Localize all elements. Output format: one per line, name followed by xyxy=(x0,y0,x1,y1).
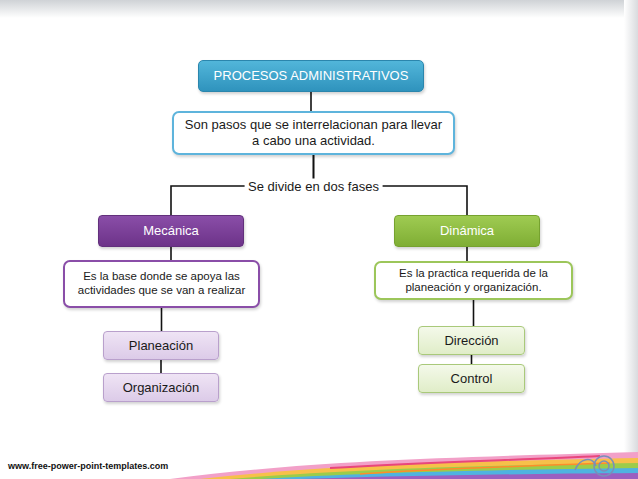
node-text: PROCESOS ADMINISTRATIVOS xyxy=(214,68,409,84)
connector-line xyxy=(310,92,312,111)
connector-line xyxy=(466,247,468,261)
node-text: Planeación xyxy=(129,338,193,354)
watermark-text: www.free-power-point-templates.com xyxy=(8,461,168,471)
phase-box: Dinámica xyxy=(394,215,540,247)
node-text: Mecánica xyxy=(143,223,199,239)
connector-line xyxy=(170,247,172,260)
description-box: Es la base donde se apoya las actividade… xyxy=(63,260,260,308)
node-text: Dirección xyxy=(444,333,498,349)
color-swoosh xyxy=(170,452,638,479)
node-text: Control xyxy=(451,371,493,387)
node-text: Dinámica xyxy=(440,223,494,239)
stage-box: Control xyxy=(418,364,525,393)
stage-box: Dirección xyxy=(418,326,525,355)
spiral-ornament xyxy=(575,456,614,476)
connector-line xyxy=(160,360,162,373)
node-text: Es la practica requerida de la planeació… xyxy=(382,267,565,295)
title-box: PROCESOS ADMINISTRATIVOS xyxy=(198,60,424,92)
phase-box: Mecánica xyxy=(98,215,244,247)
node-text: Organización xyxy=(123,380,200,396)
top-band xyxy=(0,0,638,18)
connector-line xyxy=(161,308,163,331)
node-text: Son pasos que se interrelacionan para ll… xyxy=(180,117,447,148)
description-box: Es la practica requerida de la planeació… xyxy=(374,261,573,300)
stage-box: Organización xyxy=(103,373,219,402)
node-text: Es la base donde se apoya las actividade… xyxy=(71,270,252,298)
connector-line xyxy=(473,300,475,326)
description-box: Son pasos que se interrelacionan para ll… xyxy=(172,111,455,155)
right-edge xyxy=(624,0,638,479)
stage-box: Planeación xyxy=(103,331,219,360)
connector-line xyxy=(471,355,473,364)
edge-label: Se divide en dos fases xyxy=(244,179,383,194)
